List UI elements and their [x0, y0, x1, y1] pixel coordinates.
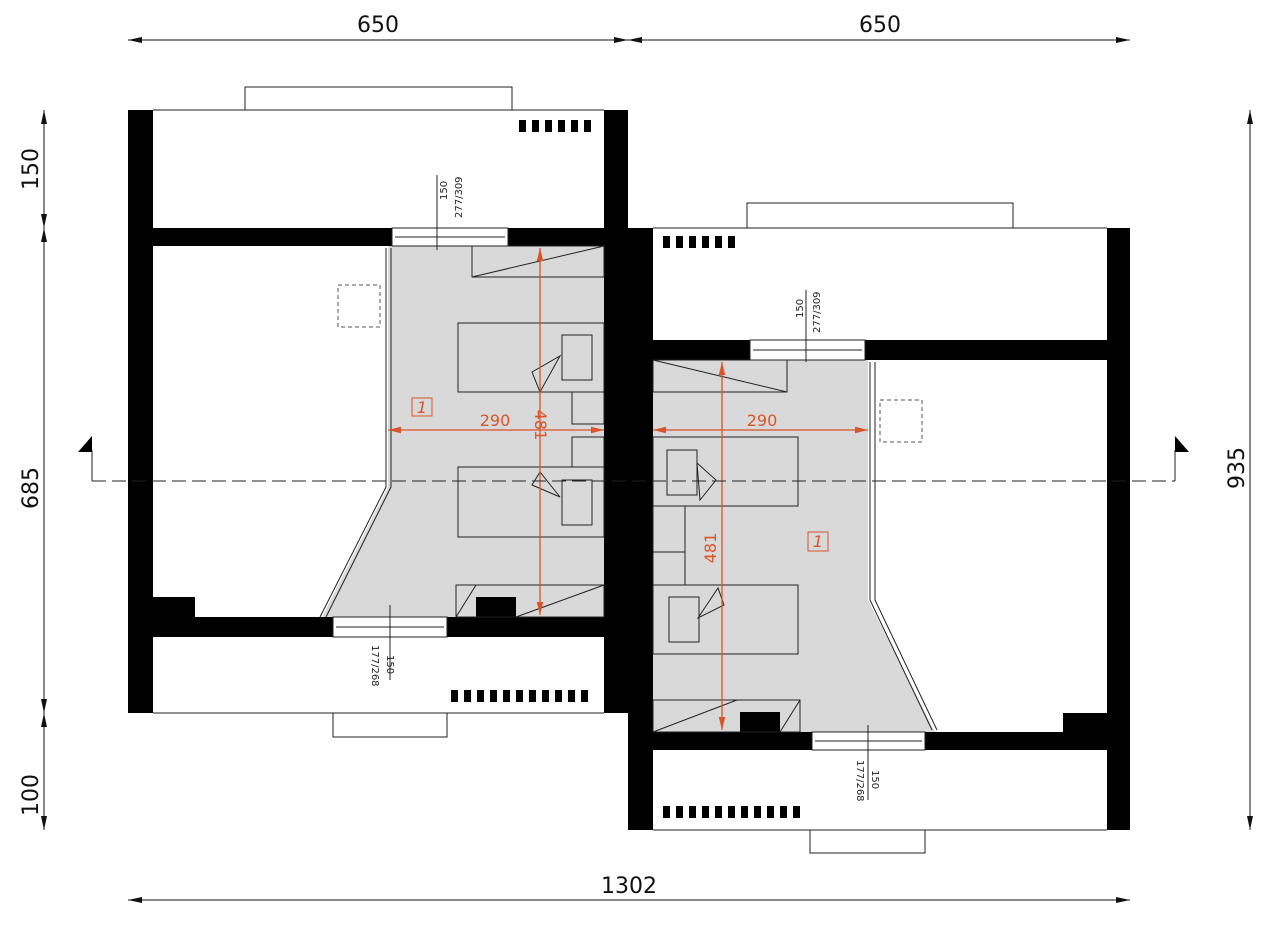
dimension-bottom: 1302	[128, 874, 1130, 903]
window-height: 150	[439, 181, 450, 200]
dimension-right: 935	[1225, 110, 1253, 830]
window-bottom: 150 177/268	[811, 725, 926, 802]
dimension-label: 935	[1225, 447, 1250, 489]
section-arrow-icon	[78, 436, 92, 452]
window-bottom: 150 177/268	[332, 605, 448, 687]
bed	[652, 436, 799, 507]
room-length-label: 481	[701, 533, 720, 564]
window-size: 277/309	[454, 176, 465, 218]
dimension-top-left: 650	[128, 13, 628, 43]
nightstand	[571, 391, 605, 425]
window-top: 150 277/309	[749, 290, 866, 362]
unit-right: 150 277/309 150 177/268	[628, 202, 1130, 854]
bed	[652, 584, 799, 655]
railing	[451, 120, 591, 702]
planter-bottom	[332, 712, 448, 738]
wardrobe	[455, 584, 605, 618]
room-floor	[653, 360, 935, 732]
room-number: 1	[813, 532, 823, 551]
dimension-label: 650	[859, 13, 901, 38]
planter-top	[746, 202, 1014, 229]
dimension-label: 650	[357, 13, 399, 38]
window-size: 177/268	[854, 760, 865, 802]
dimension-top-right: 650	[628, 13, 1130, 43]
dimension-label: 100	[19, 774, 44, 816]
room-width-label: 290	[747, 411, 778, 430]
window-height: 150	[795, 299, 806, 318]
room-tag	[807, 531, 829, 552]
dimension-label: 1302	[601, 874, 657, 899]
section-line	[78, 436, 1189, 482]
dimension-label: 150	[19, 148, 44, 190]
window-top: 150 277/309	[391, 175, 509, 250]
door-swing	[879, 399, 923, 443]
window-height: 150	[384, 655, 395, 674]
room-length-label: 481	[531, 410, 550, 441]
bed	[457, 466, 605, 538]
room-floor	[322, 246, 604, 617]
dimension-left: 150 685 100	[19, 110, 47, 830]
unit-left: 150 277/309 150 177/268	[128, 86, 628, 738]
railing	[663, 236, 800, 818]
planter-top	[244, 86, 513, 111]
door-swing	[337, 284, 381, 328]
window-height: 150	[869, 770, 880, 789]
window-size: 277/309	[812, 291, 823, 333]
room-width-label: 290	[480, 411, 511, 430]
room-number: 1	[417, 398, 427, 417]
dimension-label: 685	[19, 467, 44, 509]
section-arrow-icon	[1175, 436, 1189, 452]
room-tag	[411, 397, 433, 417]
planter-bottom	[809, 829, 926, 854]
window-size: 177/268	[369, 645, 380, 687]
bed	[457, 322, 605, 394]
